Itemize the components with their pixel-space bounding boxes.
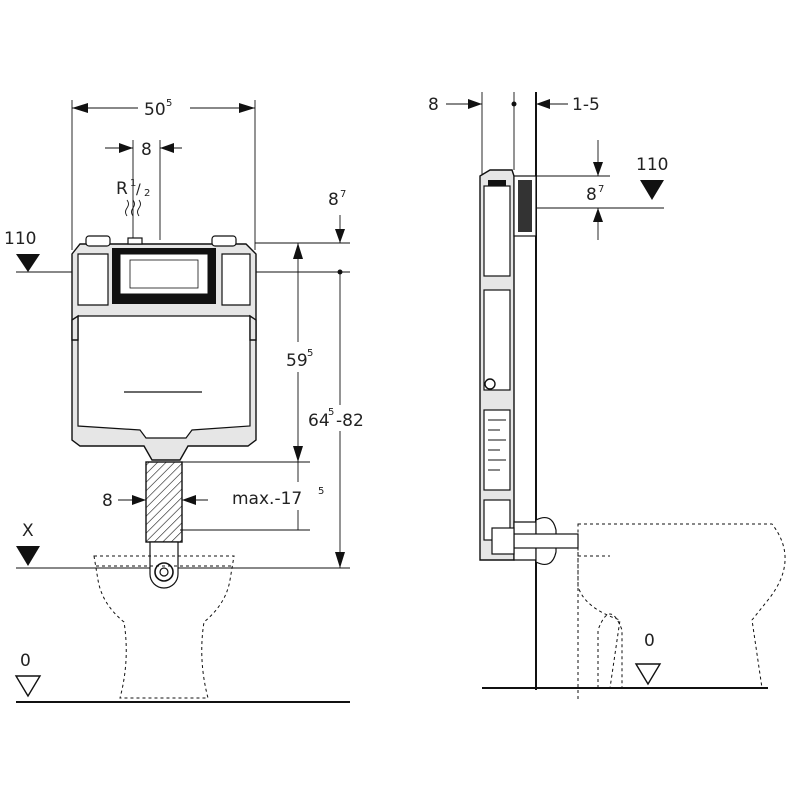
height-range-b: -82 <box>336 411 364 431</box>
level-110-marker: 110 <box>4 229 75 273</box>
level-x-marker: X <box>16 521 350 569</box>
dim-side-top: 8 7 110 <box>536 140 668 240</box>
depth-left-label: 8 <box>428 95 439 115</box>
dim-inlet-offset: 8 <box>105 140 182 240</box>
width-main-label: 50 <box>144 100 166 120</box>
thread-den: 2 <box>144 188 150 199</box>
inlet-offset-label: 8 <box>141 140 152 160</box>
toilet-bowl-front <box>93 555 235 699</box>
side-connector <box>491 517 579 565</box>
toilet-bowl-side <box>577 523 786 700</box>
level-110-label: 110 <box>4 229 36 249</box>
pipe-length-label: max.-17 <box>232 489 302 509</box>
inlet-thread-label: R 1 / 2 <box>116 178 150 217</box>
side-top-offset-sup: 7 <box>598 184 604 195</box>
svg-text:/: / <box>136 182 141 198</box>
depth-right-label: 1-5 <box>572 95 600 115</box>
flush-pipe <box>145 461 183 589</box>
pipe-width-label: 8 <box>102 491 113 511</box>
top-offset-label: 8 <box>328 190 339 210</box>
dim-flush-height: 59 5 <box>180 242 320 463</box>
side-level-zero-label: 0 <box>644 631 655 651</box>
level-zero-side: 0 <box>482 631 768 689</box>
front-view: 50 5 8 R 1 / 2 8 7 <box>4 96 382 703</box>
dim-side-depth: 8 1-5 <box>428 92 600 175</box>
flush-height-label: 59 <box>286 351 308 371</box>
thread-R: R <box>116 179 128 199</box>
top-offset-sup: 7 <box>340 189 346 200</box>
width-main-sup: 5 <box>166 98 172 109</box>
dim-pipe-width: 8 <box>102 491 208 511</box>
dim-width-main: 50 5 <box>71 96 256 250</box>
dim-pipe-length: max.-17 5 <box>180 462 332 531</box>
pipe-length-sup: 5 <box>318 486 324 497</box>
side-top-offset-label: 8 <box>586 185 597 205</box>
level-zero-front: 0 <box>14 651 350 703</box>
dim-height-range: 64 5 -82 <box>256 269 382 568</box>
side-view: 8 1-5 <box>428 92 786 700</box>
dim-top-offset: 8 7 <box>255 189 350 244</box>
thread-num: 1 <box>130 178 136 189</box>
height-range-a: 64 <box>308 411 330 431</box>
height-range-sup: 5 <box>328 407 334 418</box>
cistern-body <box>71 235 257 461</box>
flush-height-sup: 5 <box>307 348 313 359</box>
level-zero-label: 0 <box>20 651 31 671</box>
side-level-110-label: 110 <box>636 155 668 175</box>
frame-side <box>479 169 537 561</box>
level-x-label: X <box>22 521 34 541</box>
